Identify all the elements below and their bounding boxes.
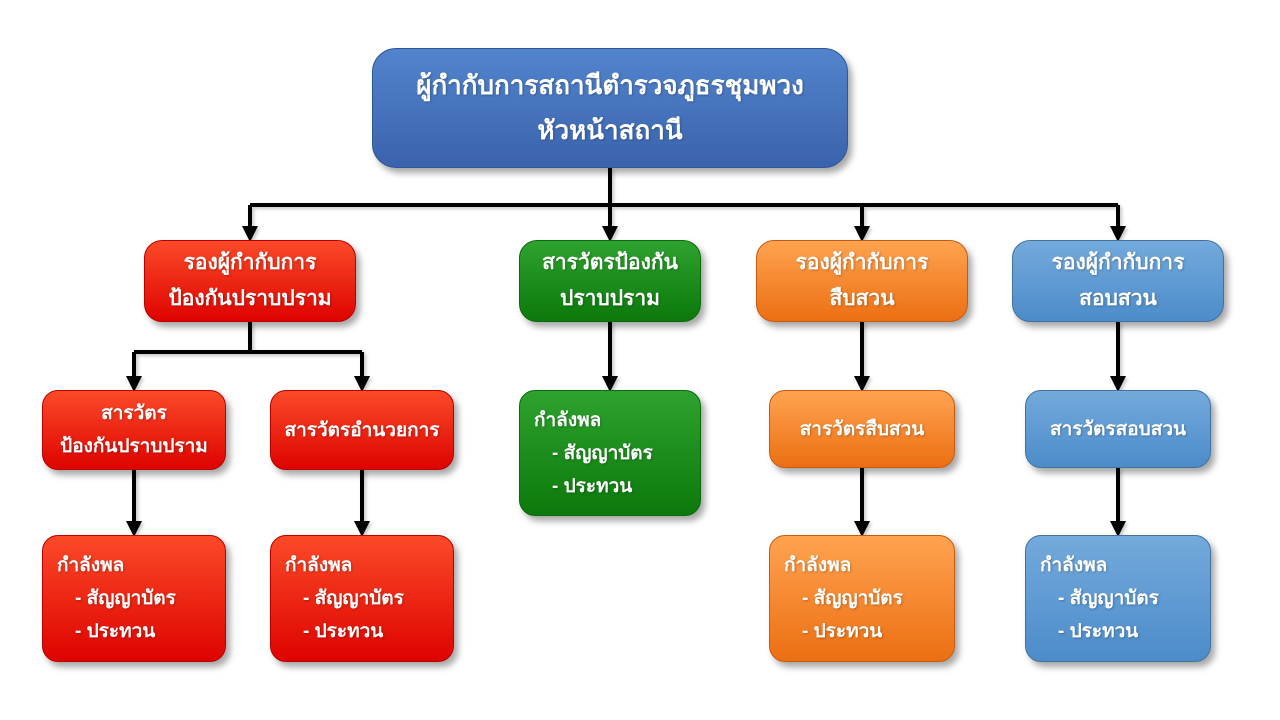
- node-deputy-investigation: รองผู้กำกับการ สืบสวน: [756, 240, 968, 322]
- personnel-item: - ประทวน: [802, 621, 883, 642]
- personnel-title: กำลังพล: [1040, 555, 1108, 576]
- node-title-line: สารวัตรอำนวยการ: [284, 419, 440, 441]
- node-title-line: สอบสวน: [1079, 287, 1157, 310]
- personnel-item: - สัญญาบัตร: [303, 588, 404, 609]
- personnel-item: - สัญญาบัตร: [75, 588, 176, 609]
- node-title-line: รองผู้กำกับการ: [795, 251, 929, 274]
- node-personnel-prevention: กำลังพล - สัญญาบัตร - ประทวน: [519, 390, 701, 516]
- node-personnel-suppression: กำลังพล - สัญญาบัตร - ประทวน: [42, 535, 226, 662]
- personnel-item: - ประทวน: [552, 475, 633, 497]
- personnel-title: กำลังพล: [784, 555, 852, 576]
- node-title-line: ป้องกันปราบปราม: [60, 436, 208, 457]
- node-deputy-inquiry: รองผู้กำกับการ สอบสวน: [1012, 240, 1224, 322]
- node-inspector-investigation: สารวัตรสืบสวน: [769, 390, 955, 468]
- node-superintendent: ผู้กำกับการสถานีตำรวจภูธรชุมพวง หัวหน้าส…: [372, 48, 848, 168]
- node-title-line: สืบสวน: [829, 287, 895, 310]
- node-title-line: สารวัตรสอบสวน: [1049, 418, 1186, 440]
- node-title-line: หัวหน้าสถานี: [537, 115, 683, 145]
- node-title-line: ผู้กำกับการสถานีตำรวจภูธรชุมพวง: [416, 70, 804, 100]
- node-inspector-inquiry: สารวัตรสอบสวน: [1025, 390, 1211, 468]
- personnel-item: - สัญญาบัตร: [802, 588, 903, 609]
- node-title-line: รองผู้กำกับการ: [1051, 251, 1185, 274]
- personnel-item: - สัญญาบัตร: [552, 442, 653, 464]
- node-title-line: รองผู้กำกับการ: [183, 251, 317, 274]
- node-title-line: สารวัตรสืบสวน: [799, 418, 925, 440]
- node-personnel-investigation: กำลังพล - สัญญาบัตร - ประทวน: [769, 535, 955, 662]
- personnel-item: - สัญญาบัตร: [1058, 588, 1159, 609]
- node-inspector-prevention: สารวัตรป้องกัน ปราบปราม: [519, 240, 701, 322]
- node-personnel-admin: กำลังพล - สัญญาบัตร - ประทวน: [270, 535, 454, 662]
- personnel-item: - ประทวน: [75, 621, 156, 642]
- node-personnel-inquiry: กำลังพล - สัญญาบัตร - ประทวน: [1025, 535, 1211, 662]
- node-title-line: สารวัตร: [101, 403, 167, 424]
- node-title-line: ปราบปราม: [560, 287, 660, 310]
- personnel-title: กำลังพล: [57, 555, 125, 576]
- node-inspector-suppression: สารวัตร ป้องกันปราบปราม: [42, 390, 226, 470]
- personnel-title: กำลังพล: [534, 409, 602, 431]
- personnel-title: กำลังพล: [285, 555, 353, 576]
- personnel-item: - ประทวน: [303, 621, 384, 642]
- personnel-item: - ประทวน: [1058, 621, 1139, 642]
- node-title-line: สารวัตรป้องกัน: [542, 251, 678, 274]
- node-title-line: ป้องกันปราบปราม: [168, 287, 332, 310]
- node-deputy-suppression: รองผู้กำกับการ ป้องกันปราบปราม: [144, 240, 356, 322]
- node-inspector-admin: สารวัตรอำนวยการ: [270, 390, 454, 470]
